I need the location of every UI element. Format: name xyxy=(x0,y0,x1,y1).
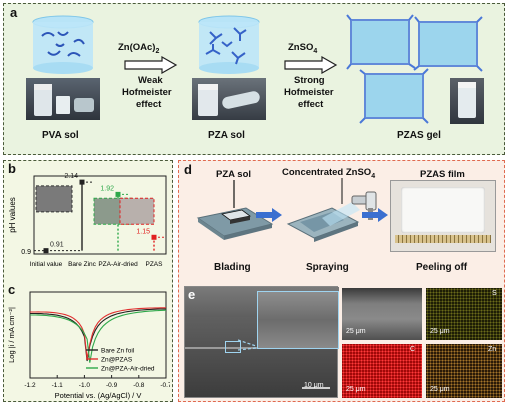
eds-c-map xyxy=(342,344,422,398)
sem-scale-label: 10 μm xyxy=(304,382,324,389)
pva-sol-photo xyxy=(26,78,100,120)
pzas-gel-label: PZAS gel xyxy=(397,130,441,141)
arrow2-effect-1: Strong xyxy=(294,75,325,86)
panel-b-label: b xyxy=(8,161,16,176)
spraying-illustration xyxy=(286,178,377,242)
data-point xyxy=(115,191,121,197)
f-scale-3: 25 μm xyxy=(346,386,366,393)
tafel-curve xyxy=(30,307,166,359)
arrow1-effect-3: effect xyxy=(136,99,162,110)
pzas-film-text: PZAS film xyxy=(420,169,465,180)
data-point xyxy=(79,179,85,185)
arrow2-reagent: ZnSO4 xyxy=(288,42,318,55)
f-scale-2: 25 μm xyxy=(430,328,450,335)
pzas-film-photo xyxy=(390,180,496,252)
tafel-curve xyxy=(30,308,167,362)
x-tick-label: -1.1 xyxy=(52,382,64,389)
data-label: 0.91 xyxy=(50,242,64,249)
tafel-curve xyxy=(30,309,167,363)
legend-label: Zn@PZA-Air-dried xyxy=(101,366,155,373)
panel-c-label: c xyxy=(8,282,16,297)
x-tick-label: -1.2 xyxy=(24,382,36,389)
spraying-to-peeling-arrow xyxy=(362,208,388,222)
arrow1-icon xyxy=(124,56,178,74)
arrow1-effect-2: Hofmeister xyxy=(122,87,172,98)
panel-d-label: d xyxy=(184,162,192,177)
step-blading: Blading xyxy=(214,262,251,273)
x-tick-label: -0.8 xyxy=(133,382,145,389)
x-tick-label: -1.0 xyxy=(79,382,91,389)
step-peeling-off: Peeling off xyxy=(416,262,468,273)
pva-sol-label: PVA sol xyxy=(42,130,79,141)
pzas-gel-network-illustration xyxy=(346,14,483,124)
f-scale-4: 25 μm xyxy=(430,386,450,393)
eds-s-map xyxy=(426,288,502,340)
pza-beaker-illustration xyxy=(198,15,260,74)
x-tick-label: -0.9 xyxy=(106,382,118,389)
step-spraying: Spraying xyxy=(306,262,349,273)
data-label: 1.15 xyxy=(136,228,150,235)
x-tick-label: Initial value xyxy=(30,261,63,268)
arrow2-icon xyxy=(284,56,338,74)
y-axis-label: pH values xyxy=(8,197,17,233)
x-tick-label: -0.7 xyxy=(160,382,170,389)
panel-a-label: a xyxy=(10,5,18,20)
blading-to-spraying-arrow xyxy=(256,208,282,222)
f-scale-1: 25 μm xyxy=(346,328,366,335)
y-tick-label: 0.9 xyxy=(21,249,31,256)
concentrated-znso4-text: Concentrated ZnSO4 xyxy=(282,167,376,180)
pva-beaker-illustration xyxy=(32,15,94,74)
legend-label: Bare Zn foil xyxy=(101,348,135,355)
legend-label: Zn@PZAS xyxy=(101,357,133,364)
x-tick-label: Bare Zinc xyxy=(68,261,97,268)
x-tick-label: PZA-Air-dried xyxy=(98,261,138,268)
sem-cross-section-image xyxy=(184,286,339,398)
eds-zn-label: Zn xyxy=(488,346,497,353)
panel-e-label: e xyxy=(188,287,196,302)
blading-illustration xyxy=(196,180,274,240)
plot-frame xyxy=(33,175,167,255)
eds-c-label: C xyxy=(410,346,416,353)
data-label: 1.92 xyxy=(100,185,114,192)
sem-surface-image xyxy=(342,288,422,340)
pza-sol-photo xyxy=(192,78,266,120)
data-point xyxy=(43,248,49,254)
eds-s-label: S xyxy=(492,290,497,297)
data-label: 2.14 xyxy=(64,173,78,180)
y-axis-label: Log |i / mA cm⁻²| xyxy=(7,307,16,363)
plot-frame xyxy=(29,291,167,379)
pza-sol-text: PZA sol xyxy=(216,169,252,180)
pza-sol-label: PZA sol xyxy=(208,130,245,141)
arrow2-effect-2: Hofmeister xyxy=(284,87,334,98)
arrow1-reagent: Zn(OAc)2 xyxy=(118,42,160,55)
data-point xyxy=(151,234,157,240)
arrow2-effect-3: effect xyxy=(298,99,324,110)
eds-zn-map xyxy=(426,344,502,398)
bare-zinc-photo xyxy=(35,185,73,213)
tafel-chart: Log |i / mA cm⁻²| Potential vs. (Ag/AgCl)… xyxy=(7,291,170,400)
pzas-photo xyxy=(119,197,155,225)
x-tick-label: PZAS xyxy=(146,261,164,268)
pzas-gel-photo xyxy=(450,78,484,124)
x-axis-label: Potential vs. (Ag/AgCl) / V xyxy=(55,391,142,400)
sem-zoom-lines xyxy=(237,339,330,389)
arrow1-effect-1: Weak xyxy=(138,75,163,86)
